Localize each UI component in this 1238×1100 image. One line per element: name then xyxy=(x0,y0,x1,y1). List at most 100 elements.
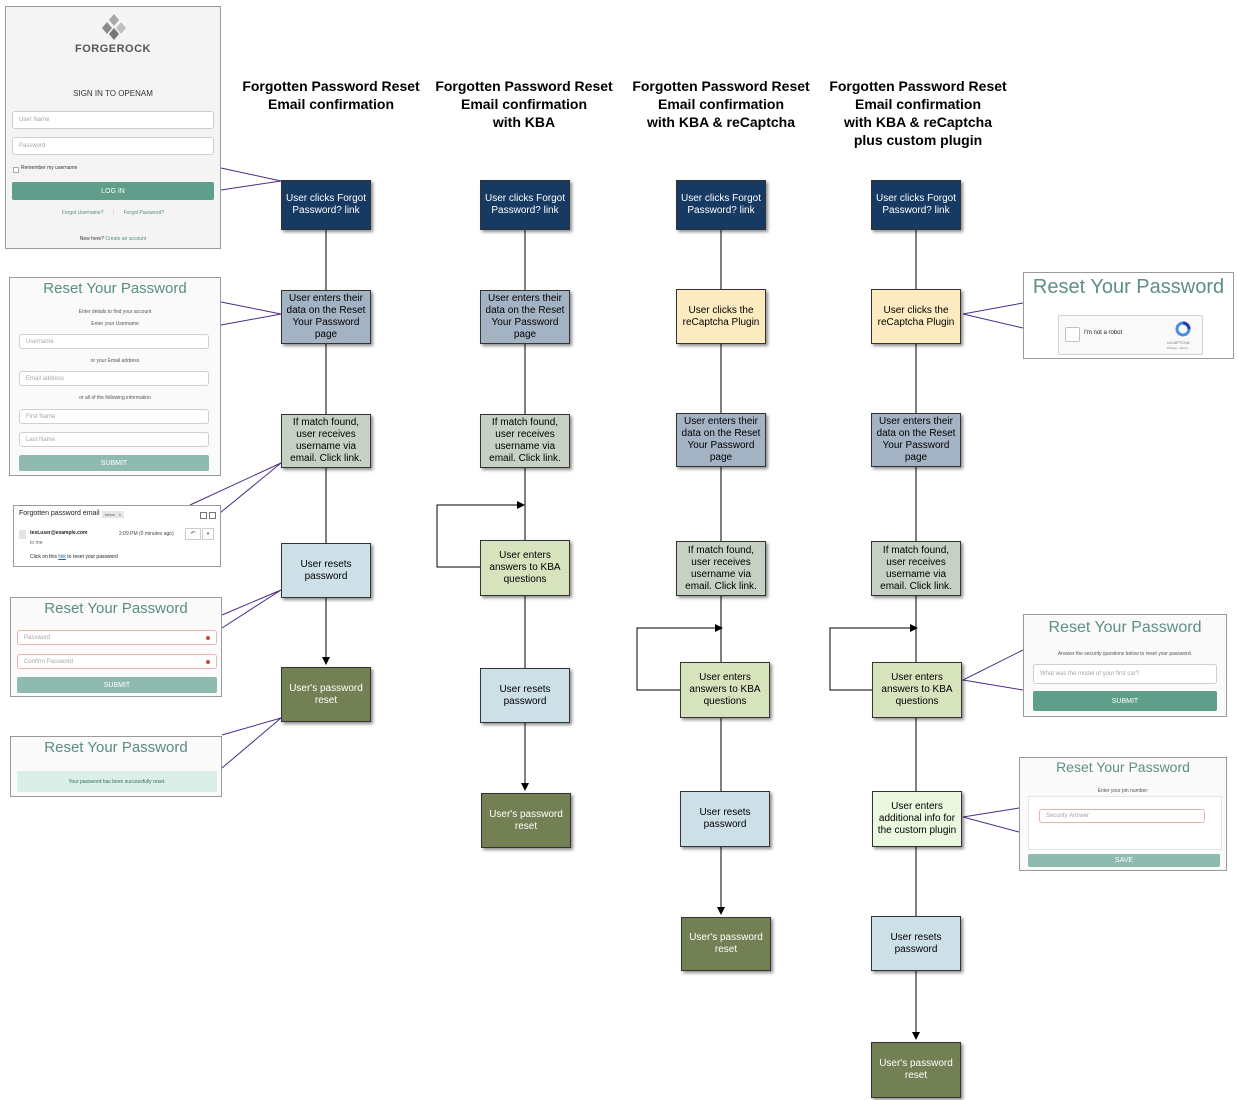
email-subject: Forgotten password email xyxy=(19,510,100,517)
sender-address: test.user@example.com xyxy=(30,530,88,536)
username-label: Enter your Username xyxy=(91,321,139,327)
success-panel: Reset Your Password Your password has be… xyxy=(10,736,222,797)
last-name-input[interactable]: Last Name xyxy=(19,432,209,447)
step-custom-plugin: User enters additional info for the cust… xyxy=(872,791,962,847)
step-recaptcha: User clicks the reCaptcha Plugin xyxy=(676,289,766,344)
step-match-found: If match found, user receives username v… xyxy=(281,414,371,468)
instruction-text: Answer the security questions below to r… xyxy=(1057,651,1193,657)
confirm-password-input[interactable]: Confirm Password xyxy=(17,654,217,669)
inbox-tag: Inbox x xyxy=(102,511,124,518)
recaptcha-brand: reCAPTCHA xyxy=(1167,340,1190,345)
remember-label: Remember my username xyxy=(21,165,78,171)
step-match-found: If match found, user receives username v… xyxy=(480,414,570,468)
step-kba-answers: User enters answers to KBA questions xyxy=(480,540,570,596)
email-body: Click on this link to reset your passwor… xyxy=(30,554,118,560)
panel-title: Reset Your Password xyxy=(44,739,188,756)
more-icon[interactable]: ▾ xyxy=(202,528,214,540)
create-account-link[interactable]: Create an account xyxy=(105,236,147,242)
panel-title: Reset Your Password xyxy=(1048,619,1202,636)
step-password-reset: User's password reset xyxy=(681,917,771,971)
step-user-resets: User resets password xyxy=(871,916,961,971)
password-input[interactable]: Password xyxy=(12,137,214,155)
new-here-text: New here? xyxy=(79,236,104,242)
or-all-label: or all of the following information xyxy=(79,395,151,401)
step-user-resets: User resets password xyxy=(480,668,570,723)
new-window-icon[interactable] xyxy=(209,512,216,519)
username-input[interactable]: User Name xyxy=(12,111,214,129)
email-panel: Forgotten password email Inbox x test.us… xyxy=(13,505,221,567)
error-icon xyxy=(206,636,210,640)
step-enters-data: User enters their data on the Reset Your… xyxy=(676,413,766,467)
first-name-input[interactable]: First Name xyxy=(19,409,209,424)
step-clicks-forgot: User clicks Forgot Password? link xyxy=(676,180,766,230)
panel-title: Reset Your Password xyxy=(1056,759,1190,775)
password-input[interactable]: Password xyxy=(17,630,217,645)
email-time: 2:09 PM (0 minutes ago) xyxy=(119,531,174,537)
remember-checkbox[interactable] xyxy=(13,167,19,173)
submit-button[interactable]: SUBMIT xyxy=(17,677,217,693)
avatar xyxy=(19,530,26,539)
kba-panel: Reset Your Password Answer the security … xyxy=(1023,614,1227,717)
step-match-found: If match found, user receives username v… xyxy=(676,541,766,596)
pin-panel: Reset Your Password Enter your pin numbe… xyxy=(1019,757,1227,871)
login-button[interactable]: LOG IN xyxy=(12,182,214,200)
recaptcha-widget: I'm not a robot reCAPTCHA Privacy - Term… xyxy=(1058,315,1203,355)
body-text-before: Click on this xyxy=(30,554,57,560)
step-enters-data: User enters their data on the Reset Your… xyxy=(480,290,570,344)
kba-answer-input[interactable]: What was the model of your first car? xyxy=(1033,664,1217,684)
save-button[interactable]: SAVE xyxy=(1028,854,1220,867)
submit-button[interactable]: SUBMIT xyxy=(1033,691,1217,711)
answer-container xyxy=(1028,796,1222,850)
recaptcha-logo-icon xyxy=(1175,321,1191,337)
step-match-found: If match found, user receives username v… xyxy=(871,541,961,596)
step-kba-answers: User enters answers to KBA questions xyxy=(872,662,962,718)
tag-close-icon[interactable]: x xyxy=(118,512,121,517)
reset-link[interactable]: link xyxy=(58,554,66,560)
step-enters-data: User enters their data on the Reset Your… xyxy=(871,413,961,467)
step-user-resets: User resets password xyxy=(281,543,371,598)
forgot-links: Forgot Username? | Forgot Password? xyxy=(6,210,220,216)
signin-panel: FORGEROCK SIGN IN TO OPENAM User Name Pa… xyxy=(5,6,221,249)
print-icon[interactable] xyxy=(200,512,207,519)
inbox-label: Inbox xyxy=(105,512,115,517)
email-input[interactable]: Email address xyxy=(19,371,209,386)
username-input[interactable]: Username xyxy=(19,334,209,349)
brand-name: FORGEROCK xyxy=(75,43,151,55)
panel-title: Reset Your Password xyxy=(1032,276,1225,298)
recipient: to me xyxy=(30,540,43,546)
step-password-reset: User's password reset xyxy=(281,667,371,722)
step-password-reset: User's password reset xyxy=(481,793,571,848)
forgot-password-link[interactable]: Forgot Password? xyxy=(123,210,165,216)
success-message: Your password has been successfully rese… xyxy=(17,771,217,792)
submit-button[interactable]: SUBMIT xyxy=(19,455,209,471)
signin-heading: SIGN IN TO OPENAM xyxy=(73,89,153,98)
security-answer-input[interactable]: Security Answer xyxy=(1039,809,1205,823)
body-text-after: to reset your password xyxy=(67,554,118,560)
new-password-panel: Reset Your Password Password Confirm Pas… xyxy=(10,597,222,697)
intro-text: Enter details to find your account xyxy=(78,309,152,315)
panel-title: Reset Your Password xyxy=(44,600,188,617)
link-separator: | xyxy=(112,210,115,216)
error-icon xyxy=(206,660,210,664)
panel-title: Reset Your Password xyxy=(43,280,187,297)
recaptcha-links[interactable]: Privacy - Terms xyxy=(1167,346,1188,350)
step-clicks-forgot: User clicks Forgot Password? link xyxy=(871,180,961,230)
step-recaptcha: User clicks the reCaptcha Plugin xyxy=(871,289,961,344)
captcha-checkbox[interactable] xyxy=(1065,327,1080,342)
forgot-username-link[interactable]: Forgot Username? xyxy=(61,210,104,216)
reset-lookup-panel: Reset Your Password Enter details to fin… xyxy=(9,277,221,476)
forgerock-logo-icon xyxy=(102,14,126,40)
instruction-text: Enter your pin number: xyxy=(1097,788,1149,794)
captcha-label: I'm not a robot xyxy=(1084,330,1123,336)
or-email-label: or your Email address xyxy=(90,358,140,364)
reply-icon[interactable]: ↶ xyxy=(185,528,201,540)
step-user-resets: User resets password xyxy=(680,791,770,847)
step-clicks-forgot: User clicks Forgot Password? link xyxy=(480,180,570,230)
step-enters-data: User enters their data on the Reset Your… xyxy=(281,290,371,344)
step-clicks-forgot: User clicks Forgot Password? link xyxy=(281,180,371,230)
